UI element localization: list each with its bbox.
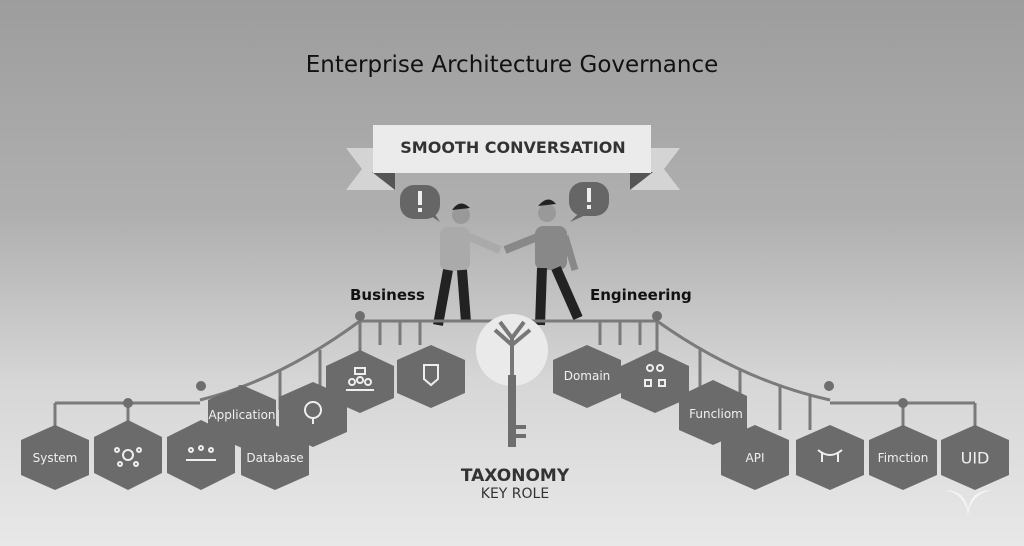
people-group-icon [186,445,216,461]
hex-label-uid: UID [960,448,990,468]
speech-bubble-right [569,182,609,222]
hex-label-domain: Domain [563,369,611,383]
railing-knobs [123,311,908,408]
business-label: Business [350,286,425,304]
hexagons [21,345,1009,490]
engineering-person [503,199,583,326]
business-person [433,203,502,326]
taxonomy-title: TAXONOMY [460,466,570,486]
hex-label-database: Database [246,451,304,465]
badge-icon [423,364,439,387]
engineering-label: Engineering [590,286,692,304]
network-icon [114,447,142,467]
taxonomy-subtitle: KEY ROLE [480,486,550,502]
hex-label-function-2: Fimction [877,451,929,465]
hex-label-application: Application [208,408,276,422]
workflow-icon [644,364,666,387]
hex-label-system: System [32,451,78,465]
speech-bubble-left [400,185,440,222]
sparkle-icon [945,490,992,515]
lightbulb-icon [304,401,322,424]
banner [346,125,680,190]
page-title: Enterprise Architecture Governance [305,52,719,78]
tree-key-icon [476,314,548,447]
hex-label-api: API [745,451,765,465]
banner-text: SMOOTH CONVERSATION [400,138,626,157]
bridge-icon [817,449,843,462]
hex-label-function: Funcliom [689,407,743,421]
team-icon [346,367,374,391]
